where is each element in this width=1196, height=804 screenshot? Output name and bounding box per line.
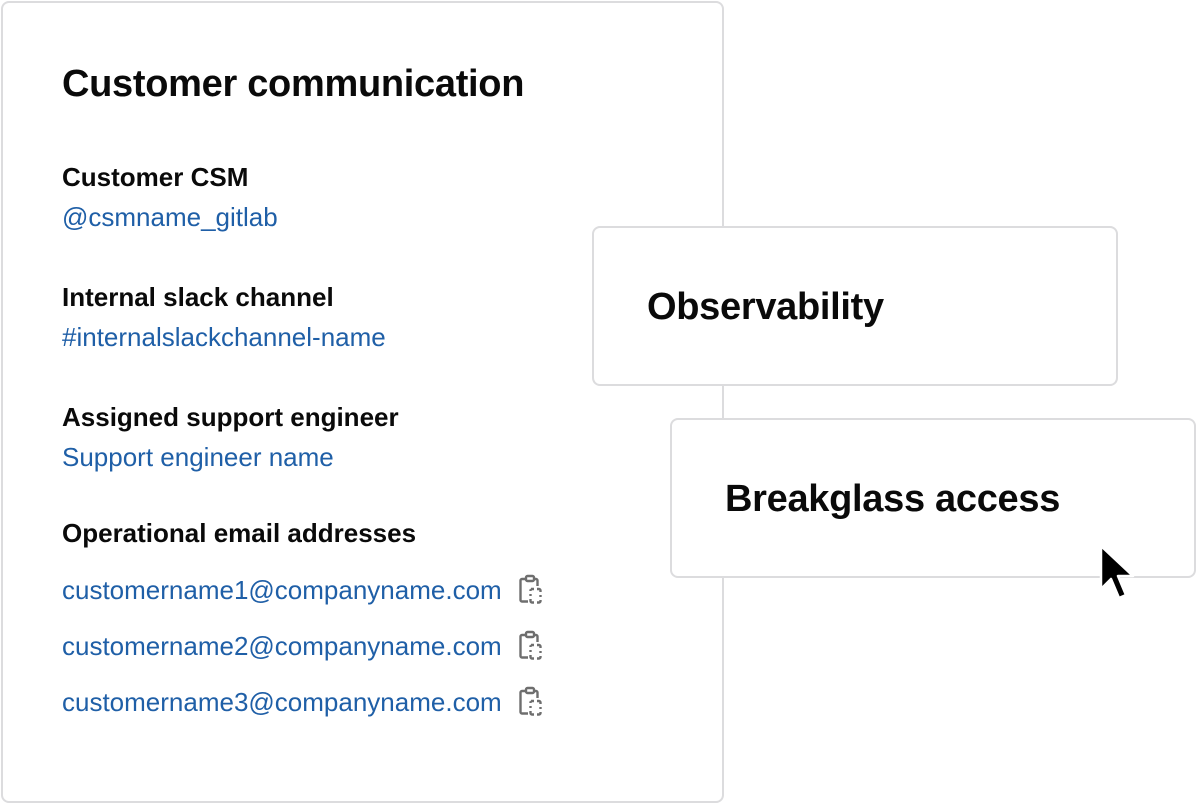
mouse-pointer-icon: [1099, 544, 1135, 600]
copy-clipboard-icon: [519, 574, 542, 604]
observability-title: Observability: [647, 286, 884, 328]
copy-clipboard-icon: [519, 686, 542, 716]
copy-clipboard-icon: [519, 630, 542, 660]
card-title: Customer communication: [62, 63, 525, 105]
assigned-support-engineer-link[interactable]: Support engineer name: [62, 442, 334, 472]
internal-slack-channel-link[interactable]: #internalslackchannel-name: [62, 322, 386, 352]
email-row: customername3@companyname.com: [62, 685, 546, 719]
copy-email-button[interactable]: [516, 573, 546, 607]
customer-csm-field: Customer CSM @csmname_gitlab: [62, 161, 278, 233]
copy-email-button[interactable]: [516, 685, 546, 719]
operational-emails-label: Operational email addresses: [62, 518, 417, 548]
email-row: customername1@companyname.com: [62, 573, 546, 607]
customer-csm-link[interactable]: @csmname_gitlab: [62, 202, 278, 232]
internal-slack-channel-label: Internal slack channel: [62, 282, 334, 312]
breakglass-access-title: Breakglass access: [725, 478, 1061, 520]
assigned-support-engineer-field: Assigned support engineer Support engine…: [62, 401, 399, 473]
email-link[interactable]: customername1@companyname.com: [62, 575, 502, 605]
email-link[interactable]: customername2@companyname.com: [62, 631, 502, 661]
copy-email-button[interactable]: [516, 629, 546, 663]
customer-communication-card: Customer communication Customer CSM @csm…: [1, 1, 724, 803]
email-link[interactable]: customername3@companyname.com: [62, 687, 502, 717]
internal-slack-channel-field: Internal slack channel #internalslackcha…: [62, 281, 386, 353]
observability-card[interactable]: Observability: [592, 226, 1118, 386]
email-row: customername2@companyname.com: [62, 629, 546, 663]
breakglass-access-card[interactable]: Breakglass access: [670, 418, 1196, 578]
assigned-support-engineer-label: Assigned support engineer: [62, 402, 399, 432]
operational-emails-field: Operational email addresses: [62, 517, 416, 549]
customer-csm-label: Customer CSM: [62, 162, 249, 192]
